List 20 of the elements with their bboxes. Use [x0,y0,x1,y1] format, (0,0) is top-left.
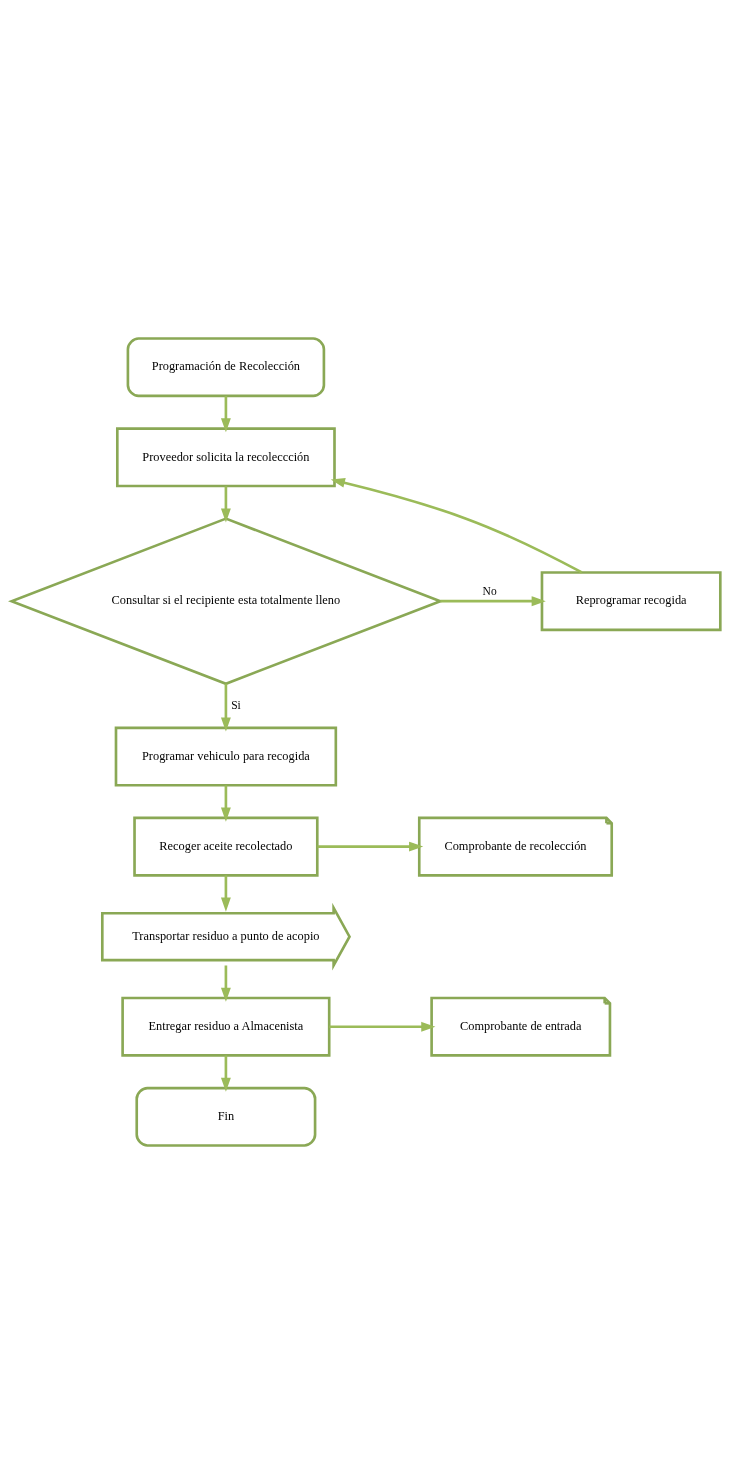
arrow [220,396,231,433]
node-box: Programación de Recolección [126,337,326,398]
arrow [440,596,546,607]
arrow [220,965,231,1002]
node-box: Reprogramar recogida [540,571,722,632]
arrow [220,785,231,822]
arrow [330,477,583,574]
edge-label: No [482,585,497,598]
node-box: Proveedor solicita la recoleccción [116,427,336,488]
arrow [220,875,231,912]
node-box: Recoger aceite recolectado [133,816,319,877]
arrow [220,486,231,523]
node-box: Programar vehiculo para recogida [114,726,338,787]
edge-label: Si [231,698,241,711]
arrow [220,1055,231,1092]
node-box: Entregar residuo a Almacenista [121,996,331,1057]
arrow [317,841,424,852]
arrow [220,683,231,732]
node-box: Fin [135,1086,317,1147]
arrow [329,1021,436,1032]
